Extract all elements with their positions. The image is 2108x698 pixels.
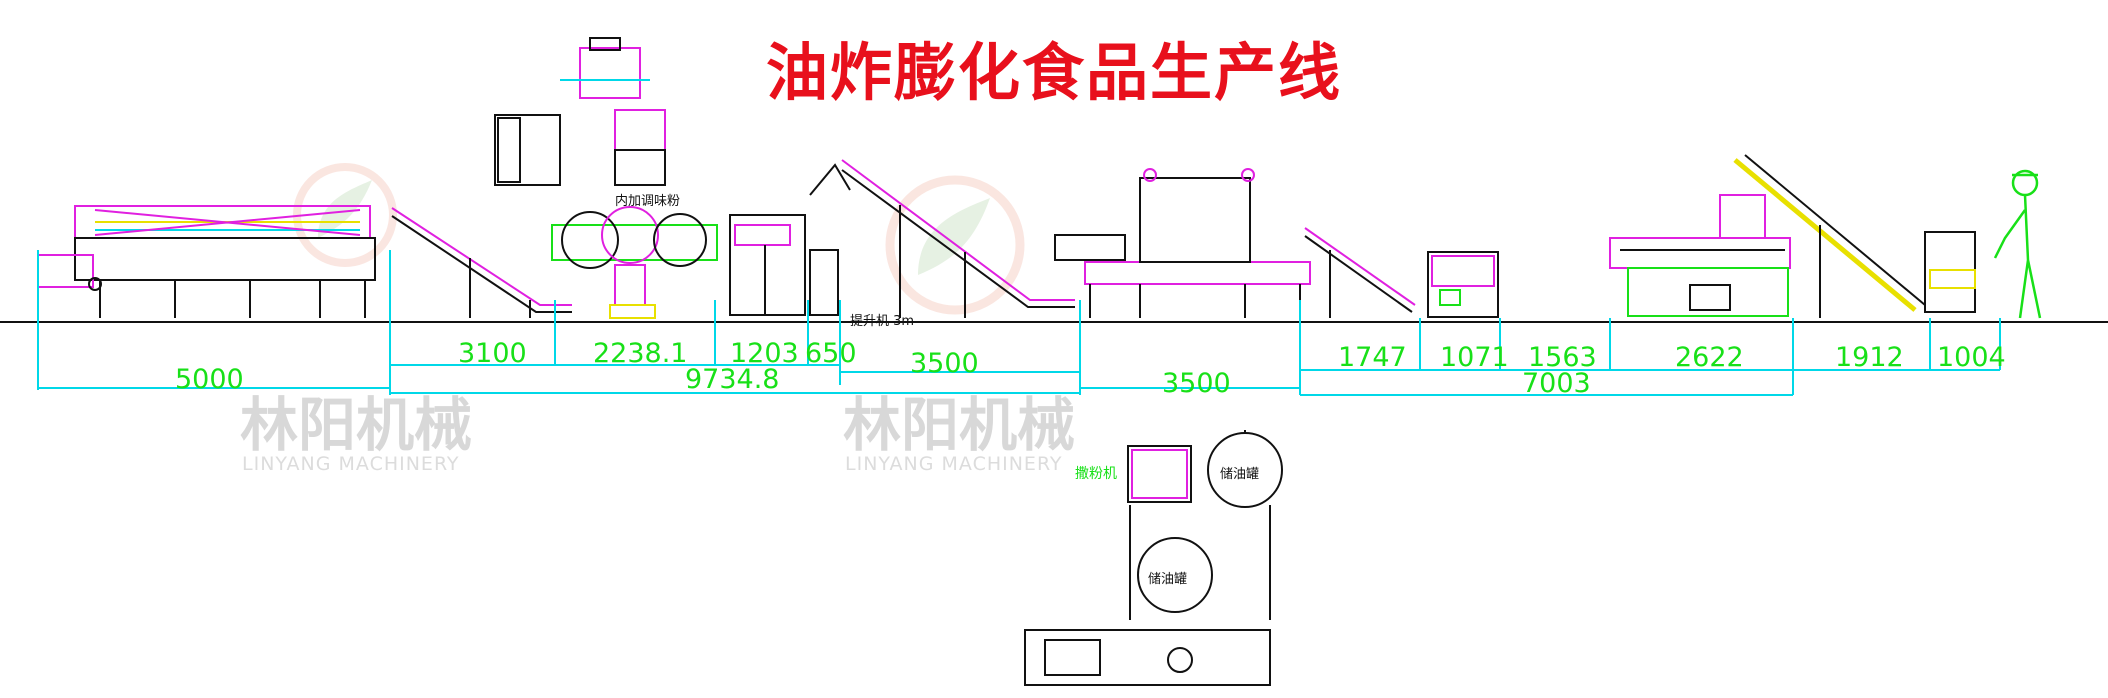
powder-feeder-label: 撒粉机	[1075, 466, 1117, 482]
dim-1747: 1747	[1338, 342, 1407, 373]
tank-a-label: 储油罐	[1220, 467, 1259, 482]
tank-b-label: 储油罐	[1148, 572, 1187, 587]
dim-1071: 1071	[1440, 342, 1509, 373]
dim-2622: 2622	[1675, 342, 1744, 373]
packaging-machine	[494, 37, 666, 186]
dim-650: 650	[805, 338, 857, 369]
incline-conveyor-3	[1304, 227, 1416, 318]
hoist-note: 提升机 3m	[850, 313, 914, 329]
dimension-lines	[37, 250, 2001, 396]
extruder-machine	[1609, 194, 1791, 317]
seasoning-drum	[551, 206, 718, 319]
incline-conveyor-4	[1733, 154, 1926, 318]
mixer-machine	[1924, 231, 1976, 313]
operator-figure	[1993, 169, 2042, 319]
watermark-brand-en-center: LINYANG MACHINERY	[845, 453, 1063, 475]
tank-system	[1024, 430, 1283, 686]
watermark-brand-cn-left: 林阳机械	[240, 391, 472, 459]
dim-1563: 1563	[1528, 342, 1597, 373]
watermark-brand-en-left: LINYANG MACHINERY	[242, 453, 460, 475]
flavoring-machine	[1054, 168, 1311, 318]
page-title: 油炸膨化食品生产线	[765, 36, 1342, 109]
watermark-brand-cn-center: 林阳机械	[843, 391, 1075, 459]
dim-1004: 1004	[1937, 342, 2006, 373]
dim-2238: 2238.1	[593, 338, 687, 369]
fryer-machine	[37, 205, 376, 318]
dim-7003: 7003	[1522, 368, 1591, 399]
dim-3100: 3100	[458, 338, 527, 369]
control-cabinet	[1427, 251, 1499, 318]
incline-conveyor-2	[809, 159, 1075, 318]
dim-3500-a: 3500	[910, 348, 979, 379]
incline-conveyor-1	[391, 207, 572, 318]
seasoning-label: 内加调味粉	[615, 193, 680, 209]
dim-1203: 1203	[730, 338, 799, 369]
dim-9734: 9734.8	[685, 364, 779, 395]
watermark-logo-center	[885, 175, 1025, 315]
dim-5000: 5000	[175, 364, 244, 395]
dim-1912: 1912	[1835, 342, 1904, 373]
dim-3500-b: 3500	[1162, 368, 1231, 399]
feeder-frame	[729, 214, 839, 316]
